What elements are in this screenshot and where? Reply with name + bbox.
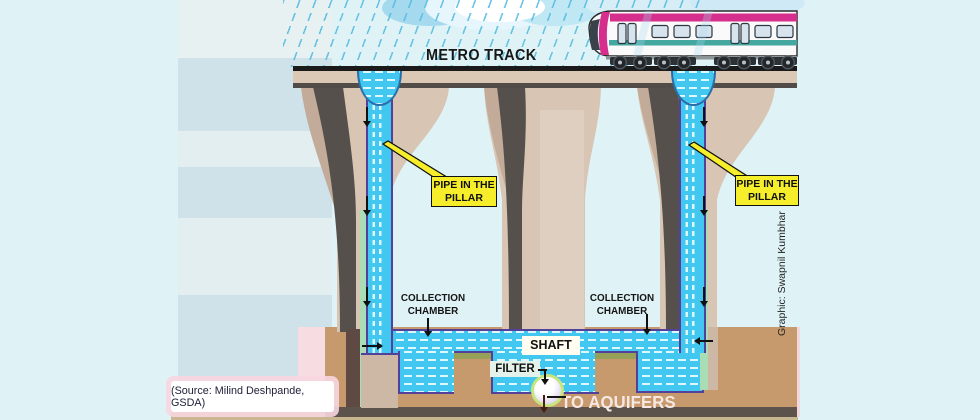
soil-bottom-edge xyxy=(325,417,798,420)
soil-bottom-strip xyxy=(325,407,798,417)
chamber-pointer-arrow-icon xyxy=(646,314,649,329)
flow-arrow-down-icon xyxy=(366,196,369,210)
callout-pipe-in-pillar-left: PIPE IN THE PILLAR xyxy=(431,176,497,207)
collection-chamber-right xyxy=(636,351,704,393)
collection-chamber-label-left: COLLECTION CHAMBER xyxy=(400,292,466,317)
ground-strip-left xyxy=(171,410,325,420)
to-aquifer-arrow-icon xyxy=(543,395,546,407)
flow-arrow-right-icon xyxy=(362,345,377,348)
flow-arrow-down-icon xyxy=(366,287,369,301)
filter-connector-line xyxy=(538,369,547,372)
metro-rail xyxy=(293,66,797,72)
to-aquifers-label: TO AQUIFERS xyxy=(561,392,676,412)
foundation-shadow xyxy=(346,329,360,407)
flow-arrow-left-icon xyxy=(700,340,713,343)
flow-arrow-down-icon xyxy=(703,107,706,121)
flow-arrow-down-icon xyxy=(703,287,706,301)
pillar-foundation-right xyxy=(708,327,718,390)
flow-arrow-down-icon xyxy=(703,196,706,210)
track-underside xyxy=(293,83,797,88)
soil-block xyxy=(595,351,636,392)
filter-label: FILTER xyxy=(490,361,540,377)
middle-pillar xyxy=(484,87,601,332)
aquifer-connector-line xyxy=(547,396,566,399)
collection-chamber-left xyxy=(398,351,458,394)
filter-icon xyxy=(531,374,564,407)
soil-right-edge xyxy=(797,327,800,417)
chamber-pointer-arrow-icon xyxy=(427,318,430,331)
source-text: (Source: Milind Deshpande, GSDA) xyxy=(171,384,305,409)
funnel-inlet-right xyxy=(671,71,716,106)
pillar-foundation-left xyxy=(361,353,398,408)
soil-block xyxy=(454,351,491,394)
graphic-credit: Graphic: Swapnil Kumbhar xyxy=(776,211,788,336)
metro-track-title: METRO TRACK xyxy=(426,47,537,64)
source-credit: (Source: Milind Deshpande, GSDA) xyxy=(171,381,334,412)
rain-pipe-right xyxy=(679,92,706,353)
shaft-label: SHAFT xyxy=(522,336,580,355)
filter-pointer-arrow-icon xyxy=(544,370,547,379)
callout-pipe-in-pillar-right: PIPE IN THE PILLAR xyxy=(735,175,799,206)
rain-pipe-left xyxy=(366,92,393,353)
flow-arrow-down-icon xyxy=(366,107,369,121)
funnel-inlet-left xyxy=(357,71,402,106)
